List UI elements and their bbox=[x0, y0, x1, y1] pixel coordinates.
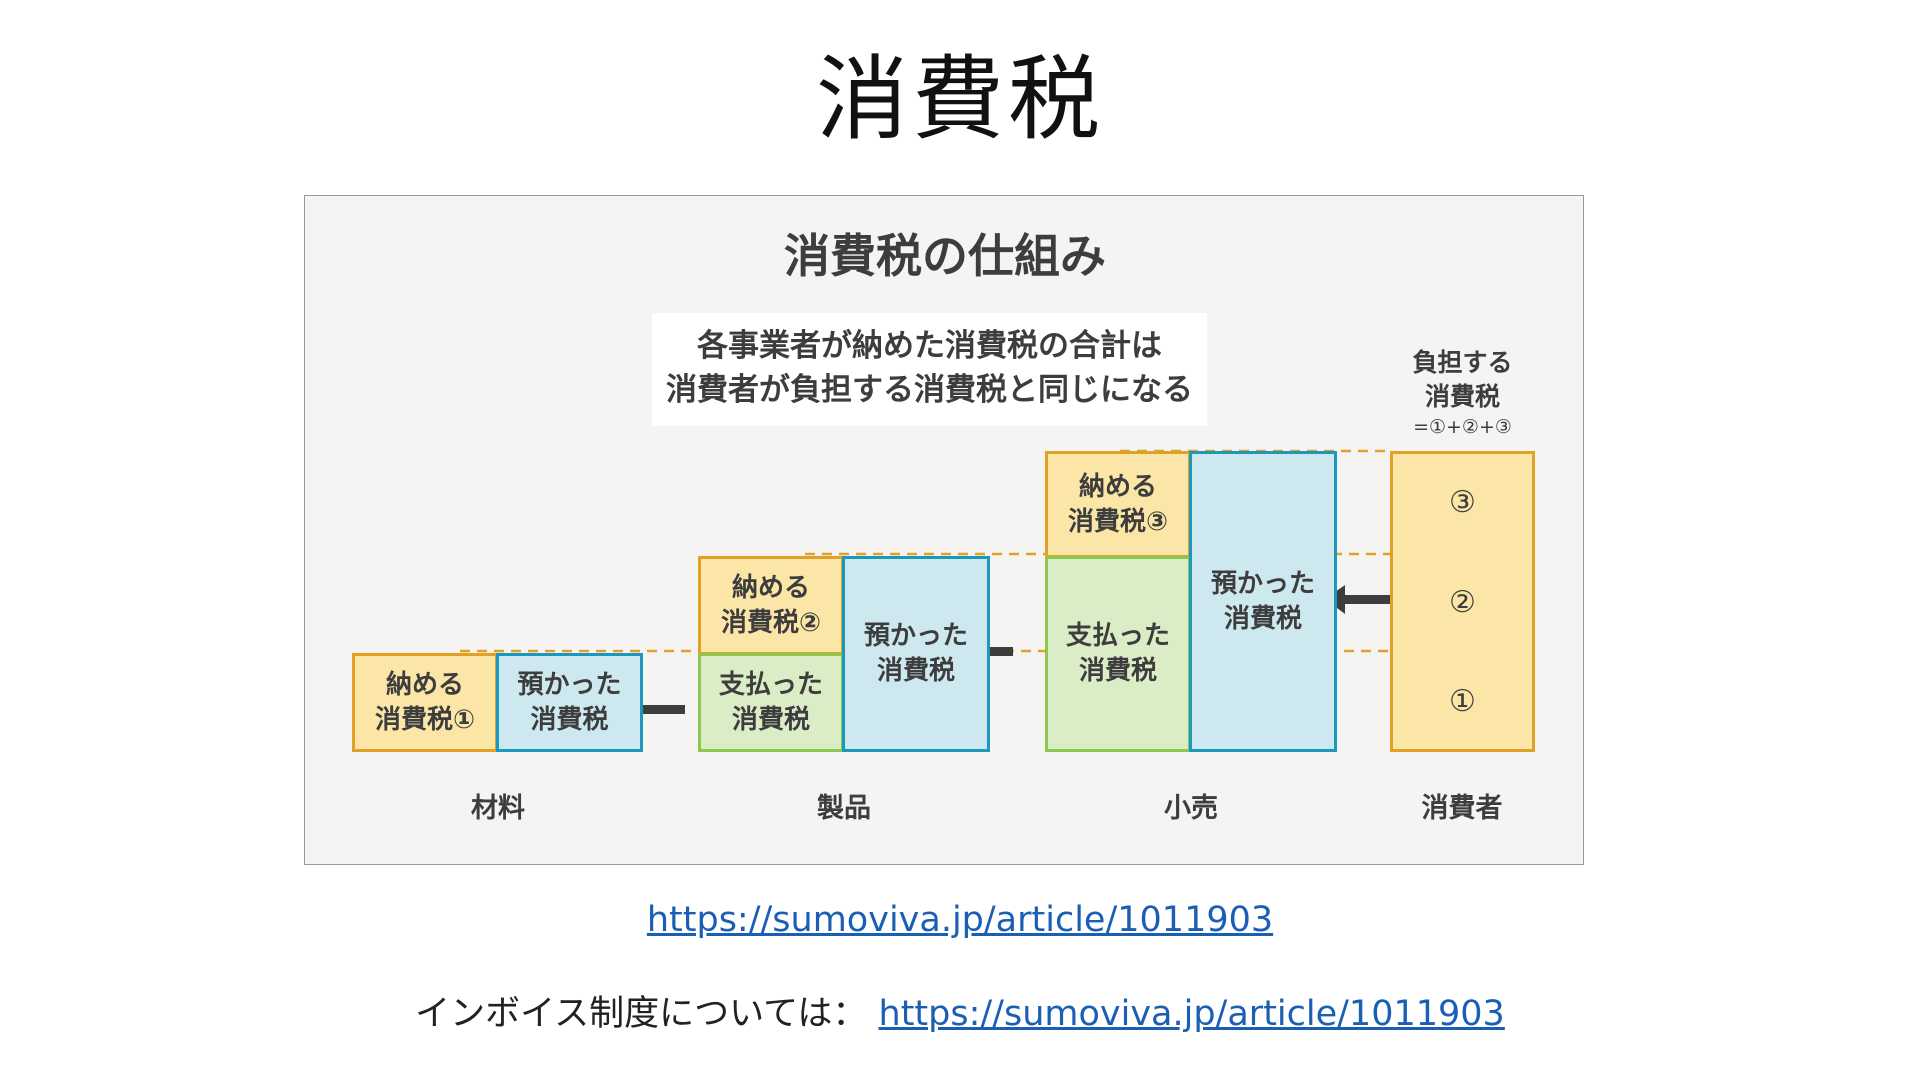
burden-formula: =①+②+③ bbox=[1413, 416, 1512, 438]
retail-paid-tax-box: 支払った 消費税 bbox=[1045, 556, 1191, 752]
source-link-line: https://sumoviva.jp/article/1011903 bbox=[0, 900, 1920, 940]
retail-pay-tax-box: 納める 消費税③ bbox=[1045, 451, 1191, 558]
box-label: 納める bbox=[385, 669, 464, 700]
box-label: 消費税 bbox=[530, 704, 609, 735]
stage-label-product: 製品 bbox=[817, 793, 871, 824]
box-label: 支払った bbox=[718, 669, 823, 700]
material-pay-tax-box: 納める 消費税① bbox=[352, 653, 498, 752]
box-label: 納める bbox=[731, 572, 810, 603]
source-link[interactable]: https://sumoviva.jp/article/1011903 bbox=[646, 900, 1274, 940]
material-received-tax-box: 預かった 消費税 bbox=[496, 653, 643, 752]
invoice-link[interactable]: https://sumoviva.jp/article/1011903 bbox=[878, 994, 1505, 1034]
product-pay-tax-box: 納める 消費税② bbox=[698, 556, 844, 655]
callout-line: 消費者が負担する消費税と同じになる bbox=[666, 372, 1193, 408]
product-paid-tax-box: 支払った 消費税 bbox=[698, 653, 844, 752]
box-label: 消費税② bbox=[720, 607, 821, 638]
consumption-tax-diagram: 消費税の仕組み 各事業者が納めた消費税の合計は 消費者が負担する消費税と同じにな… bbox=[304, 195, 1584, 865]
burden-label: 負担する 消費税 bbox=[1380, 346, 1545, 414]
stage-label-retail: 小売 bbox=[1164, 793, 1218, 824]
box-label: 預かった bbox=[1210, 568, 1315, 599]
box-label: 消費税 bbox=[876, 656, 955, 686]
retail-received-tax-box: 預かった 消費税 bbox=[1189, 451, 1337, 752]
burden-line: 消費税 bbox=[1424, 382, 1500, 411]
stage-label-material: 材料 bbox=[471, 793, 525, 824]
callout-line: 各事業者が納めた消費税の合計は bbox=[697, 328, 1162, 364]
invoice-link-line: インボイス制度については： https://sumoviva.jp/articl… bbox=[0, 985, 1920, 1036]
consumer-segment-2: ② bbox=[1390, 554, 1535, 651]
diagram-title: 消費税の仕組み bbox=[784, 229, 1106, 283]
consumer-segment-1: ① bbox=[1390, 651, 1535, 752]
consumer-box-outline bbox=[1390, 451, 1535, 752]
slide-title: 消費税 bbox=[815, 46, 1104, 153]
box-label: 預かった bbox=[863, 621, 968, 651]
box-label: 消費税① bbox=[374, 704, 475, 735]
box-label: 消費税 bbox=[731, 704, 810, 735]
invoice-prefix: インボイス制度については： bbox=[415, 994, 868, 1034]
box-label: 預かった bbox=[517, 669, 622, 700]
box-label: 消費税③ bbox=[1067, 506, 1168, 537]
box-label: 消費税 bbox=[1223, 603, 1302, 634]
stage-label-consumer: 消費者 bbox=[1421, 793, 1503, 824]
consumer-segment-3: ③ bbox=[1390, 451, 1535, 554]
burden-line: 負担する bbox=[1412, 348, 1513, 377]
summary-callout: 各事業者が納めた消費税の合計は 消費者が負担する消費税と同じになる bbox=[652, 313, 1207, 426]
product-received-tax-box: 預かった 消費税 bbox=[842, 556, 990, 752]
box-label: 支払った bbox=[1065, 621, 1170, 651]
box-label: 消費税 bbox=[1078, 656, 1157, 686]
box-label: 納める bbox=[1078, 471, 1157, 502]
